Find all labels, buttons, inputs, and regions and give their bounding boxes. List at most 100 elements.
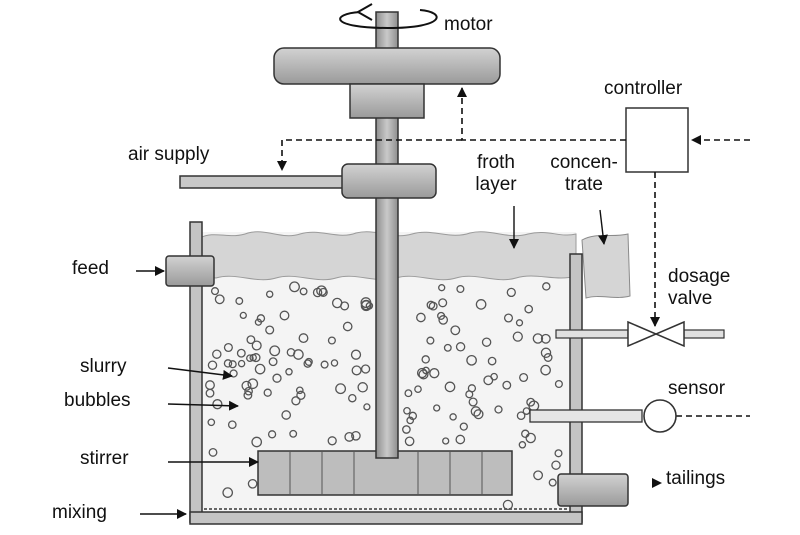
bubble	[236, 348, 246, 358]
bubble	[456, 284, 465, 294]
bubble	[289, 281, 300, 293]
bubble	[208, 447, 218, 457]
bubble	[296, 390, 306, 400]
bubble	[227, 420, 237, 430]
bubble	[239, 311, 247, 320]
bubble	[540, 347, 552, 359]
slurry-label: slurry	[80, 356, 127, 377]
bubble	[542, 282, 551, 291]
froth-overflow	[581, 233, 631, 299]
bubble	[506, 287, 516, 298]
bubble	[416, 367, 428, 379]
bubble	[222, 487, 234, 498]
bubble	[450, 325, 461, 336]
bubble	[360, 364, 371, 374]
bubble	[426, 336, 435, 345]
bubble	[285, 368, 293, 376]
bubble	[468, 397, 478, 407]
bubble	[327, 336, 336, 345]
bubble	[473, 409, 484, 420]
bubble	[251, 436, 263, 448]
bubble	[429, 368, 440, 379]
bubble	[237, 359, 246, 368]
bubble	[554, 379, 563, 389]
concentrate-label: concen- trate	[534, 152, 634, 196]
stirrer-label: stirrer	[80, 448, 129, 469]
tank-bottom	[189, 511, 583, 525]
controller-label: controller	[604, 78, 683, 99]
air-supply-assembly	[179, 163, 437, 199]
bubble	[327, 436, 337, 446]
dosage-valve	[555, 320, 725, 348]
bubble	[402, 425, 411, 434]
bubble	[223, 359, 233, 368]
bubble	[438, 298, 448, 308]
bubble	[303, 359, 312, 368]
bubble	[418, 369, 429, 380]
bubble	[518, 441, 527, 449]
bubble	[470, 406, 482, 417]
bubble	[268, 357, 278, 367]
bubble	[244, 386, 253, 396]
bubble	[212, 349, 222, 359]
bubble	[335, 383, 347, 395]
sensor-probe	[529, 399, 677, 433]
bubble	[357, 382, 368, 393]
air-supply-label: air supply	[128, 144, 210, 165]
bubble	[524, 304, 534, 314]
froth-label-line1: froth	[476, 152, 516, 173]
bubble	[265, 325, 275, 335]
sensor-label: sensor	[668, 378, 726, 399]
bubble	[279, 310, 290, 321]
shaft	[375, 11, 399, 459]
bubble	[247, 478, 258, 489]
froth-label-line2: layer	[475, 173, 517, 195]
bubble	[320, 360, 329, 369]
rotation-arrow	[339, 9, 438, 30]
bubble	[291, 396, 301, 406]
bubble	[212, 399, 223, 410]
bubble	[404, 389, 413, 398]
froth-layer-label: froth layer	[468, 152, 524, 196]
bubble	[455, 342, 466, 352]
bubble-field	[205, 281, 563, 511]
feed-inlet	[165, 255, 215, 287]
concentrate-label-line1: concen-	[550, 152, 618, 173]
bubble	[350, 349, 362, 360]
bubble	[516, 411, 526, 421]
bubble	[442, 437, 450, 445]
bubble	[512, 331, 523, 342]
bubble	[207, 360, 218, 370]
control-lines	[277, 87, 750, 417]
bubble	[515, 319, 524, 327]
bubble	[406, 416, 415, 425]
bubble	[265, 290, 274, 298]
bubble	[481, 337, 492, 347]
bubble	[299, 287, 308, 296]
bubble	[214, 294, 225, 305]
bubble	[433, 404, 441, 412]
bubble	[289, 429, 298, 438]
bubble	[438, 315, 449, 325]
bubble	[438, 284, 446, 292]
bubble	[241, 380, 252, 391]
motor-disk	[273, 47, 501, 85]
bubble	[421, 355, 430, 364]
bubble	[526, 397, 536, 407]
bubble	[416, 312, 426, 323]
bubble	[251, 340, 262, 351]
bubble	[318, 287, 328, 297]
bubble	[205, 380, 215, 391]
bubble	[351, 365, 362, 376]
bubble	[295, 386, 304, 395]
bubble	[263, 388, 272, 397]
bubble	[525, 432, 536, 444]
motor-hub	[349, 83, 425, 119]
bubble	[243, 390, 253, 400]
bubble	[428, 301, 438, 311]
bubble	[254, 363, 266, 375]
air-collar	[341, 163, 437, 199]
bubble	[304, 357, 313, 366]
bubble	[533, 470, 544, 481]
